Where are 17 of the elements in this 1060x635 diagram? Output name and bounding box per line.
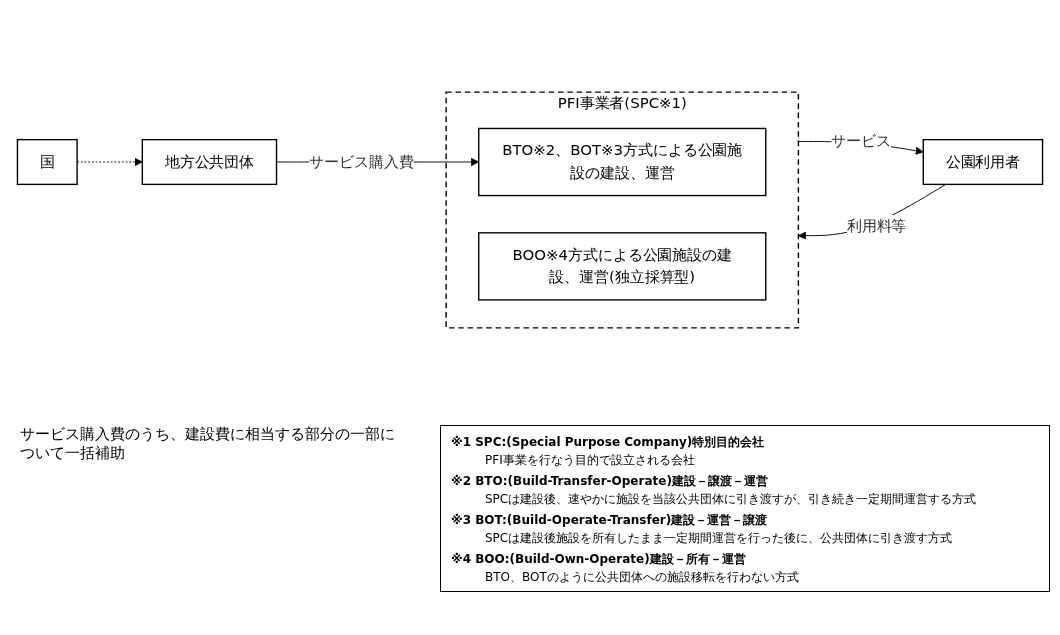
footnote-heading: ※4 BOO:(Build-Own-Operate)建設－所有－運営 xyxy=(451,551,747,568)
footnote-text: PFI事業を行なう目的で設立される会社 xyxy=(484,452,696,469)
annotation-text: サービス購入費のうち、建設費に相当する部分の一部について一括補助 xyxy=(20,425,396,463)
footnote-heading: ※1 SPC:(Special Purpose Company)特別目的会社 xyxy=(451,434,766,451)
footnote-text: SPCは建設後、速やかに施設を当該公共団体に引き渡すが、引き続き一定期間運営する方式 xyxy=(484,491,978,508)
edge-label: 利用料等 xyxy=(846,216,907,235)
node-box: BTO※2、BOT※3方式による公園施設の建設、運営 xyxy=(478,127,767,197)
footnote-text: BTO、BOTのように公共団体への施設移転を行わない方式 xyxy=(484,569,800,586)
edge-label: サービス購入費 xyxy=(309,152,414,171)
footnote-text: SPCは建設後施設を所有したまま一定期間運営を行った後に、公共団体に引き渡す方式 xyxy=(484,530,954,547)
footnote-heading: ※3 BOT:(Build-Operate-Transfer)建設－運営－譲渡 xyxy=(451,512,769,529)
node-box: BOO※4方式による公園施設の建設、運営(独立採算型) xyxy=(478,232,767,301)
edge-label: サービス xyxy=(831,132,892,150)
node-box: 地方公共団体 xyxy=(141,138,278,186)
footnote-heading: ※2 BTO:(Build-Transfer-Operate)建設－譲渡－運営 xyxy=(451,473,769,490)
node-box: 公園利用者 xyxy=(922,138,1044,186)
node-box: 国 xyxy=(16,138,78,186)
